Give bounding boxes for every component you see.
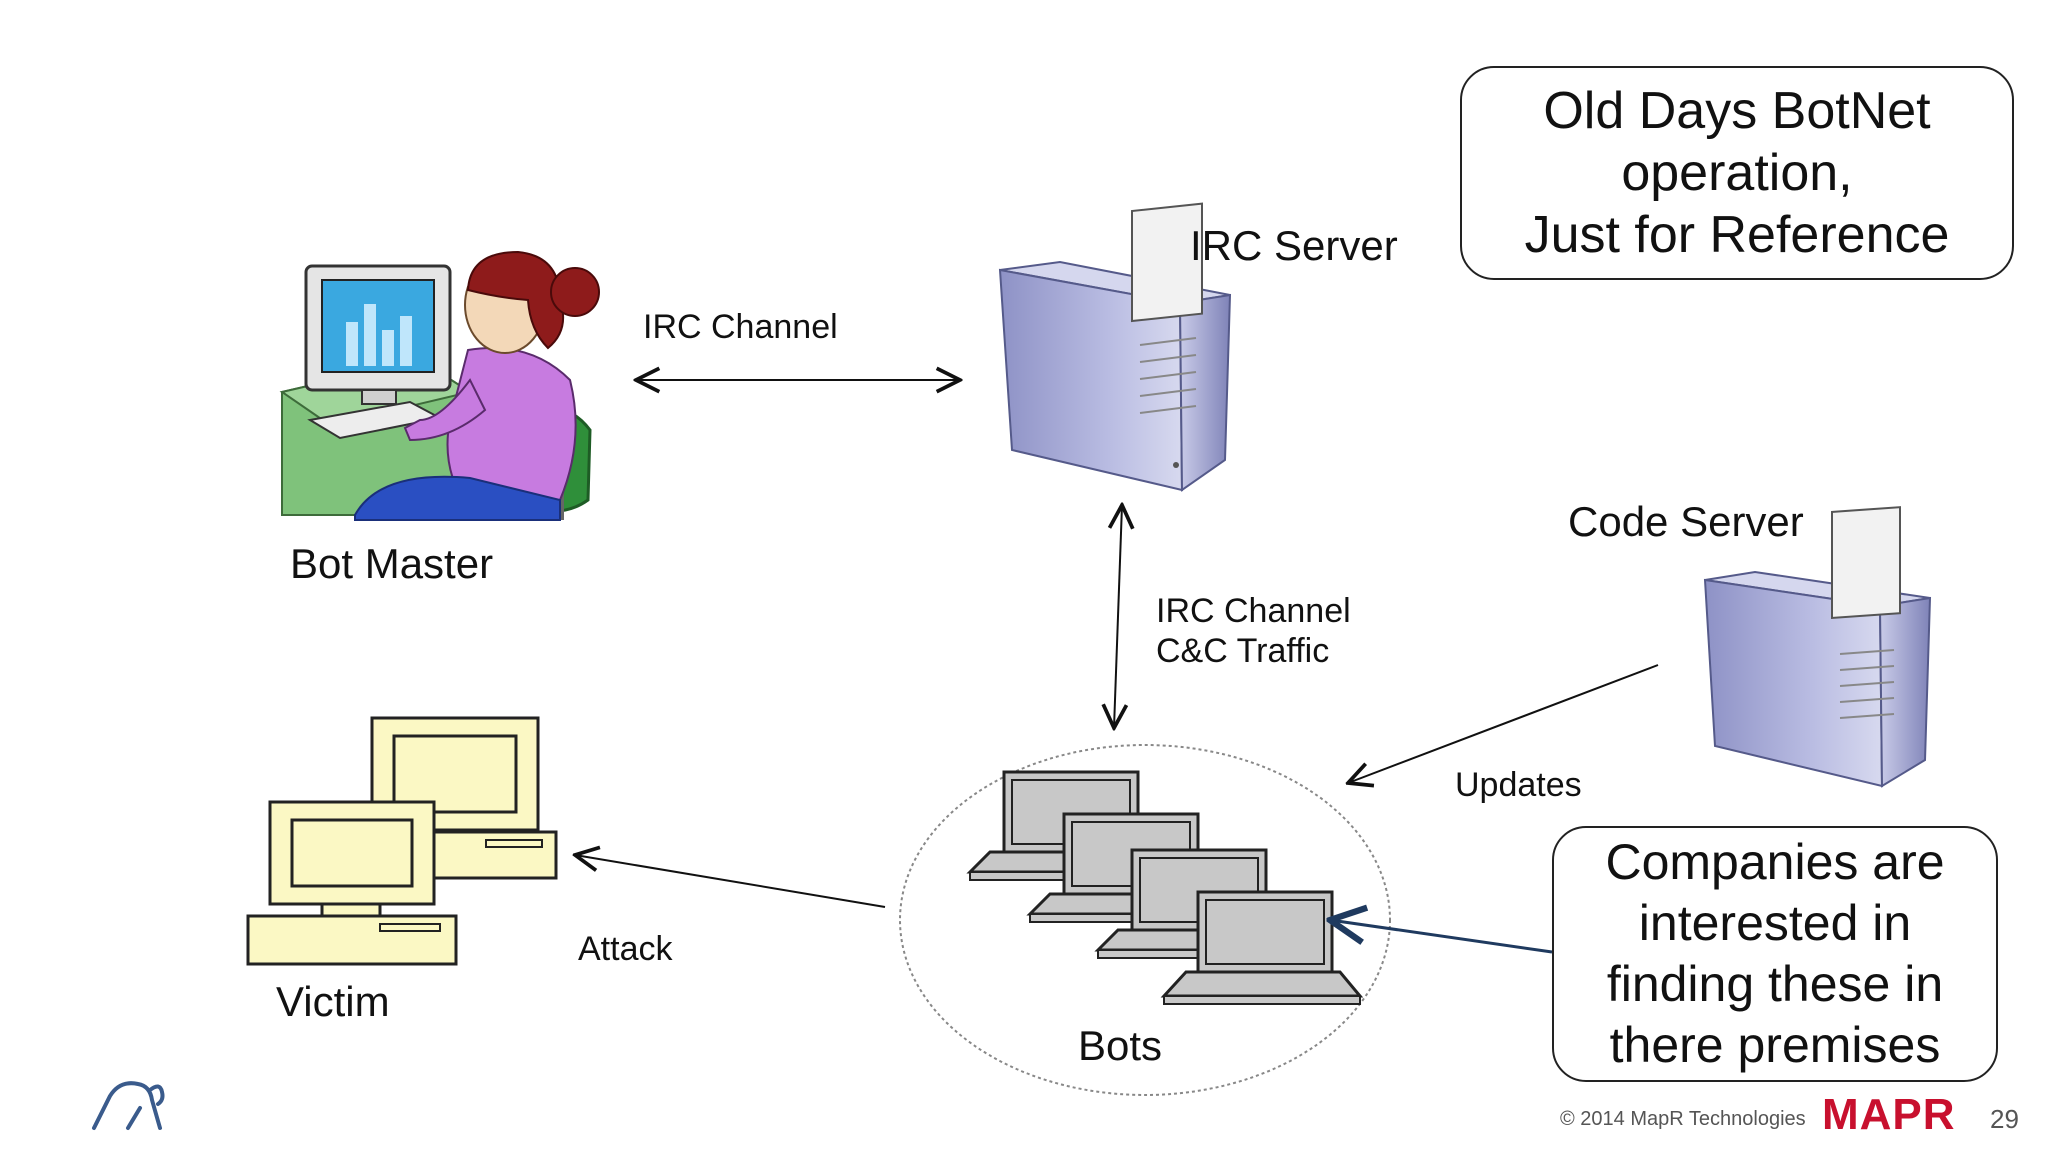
victim-label: Victim [276, 978, 390, 1025]
bot-laptop-4 [1160, 890, 1364, 1005]
title-line-2: operation, [1621, 144, 1853, 202]
code-server-icon [1703, 506, 1932, 788]
elephant-logo-icon [92, 1081, 165, 1130]
victim-computers-icon [246, 716, 558, 966]
companies-line-1: Companies are [1605, 834, 1945, 890]
irc-channel-vertical-label: IRC Channel [1156, 592, 1351, 630]
bots-label: Bots [1078, 1022, 1163, 1069]
companies-pointer-arrow [1330, 920, 1553, 954]
companies-callout: Companies are interested in finding thes… [1552, 826, 1998, 1082]
updates-label: Updates [1455, 766, 1582, 804]
bot-master-label: Bot Master [290, 540, 494, 587]
irc-channel-top-label: IRC Channel [643, 308, 838, 346]
irc-server-icon [998, 202, 1232, 492]
companies-line-3: finding these in [1606, 956, 1944, 1012]
page-number: 29 [1990, 1104, 2019, 1134]
copyright-text: © 2014 MapR Technologies [1560, 1108, 1806, 1130]
attack-label: Attack [578, 930, 673, 968]
bots-cluster [899, 744, 1391, 1096]
cnc-traffic-arrow [1114, 505, 1122, 728]
companies-line-4: there premises [1609, 1017, 1941, 1073]
mapr-logo: MAPR [1822, 1090, 1956, 1139]
updates-arrow [1348, 664, 1659, 783]
companies-line-2: interested in [1638, 895, 1912, 951]
bot-master-illustration [279, 250, 600, 521]
cnc-traffic-label: C&C Traffic [1156, 632, 1330, 670]
irc-server-label: IRC Server [1190, 222, 1398, 269]
title-line-3: Just for Reference [1524, 206, 1950, 264]
bots-group-ellipse [899, 744, 1391, 1096]
title-callout: Old Days BotNet operation, Just for Refe… [1460, 66, 2014, 280]
title-line-1: Old Days BotNet [1543, 82, 1931, 140]
attack-arrow [575, 855, 886, 908]
code-server-label: Code Server [1568, 498, 1804, 545]
